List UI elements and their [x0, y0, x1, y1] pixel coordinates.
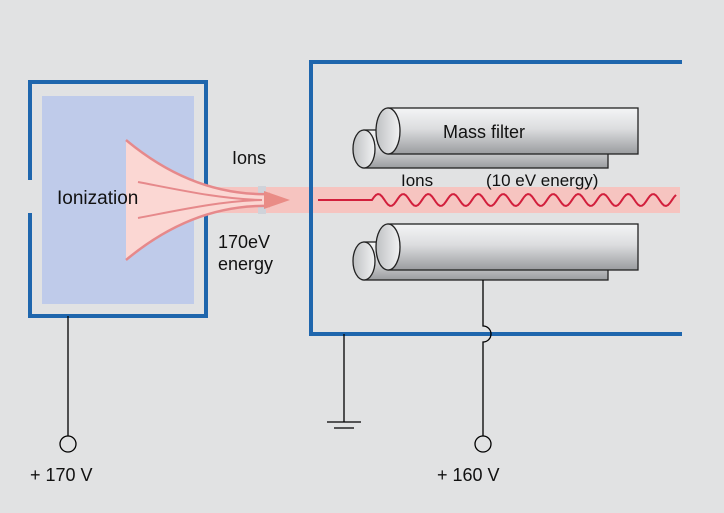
energy-label-left-line1: 170eV [218, 232, 270, 252]
rod-lower-front [375, 223, 639, 271]
ion-funnel [125, 139, 290, 261]
ion-trajectory [318, 192, 677, 208]
ions-label-right: Ions [401, 171, 433, 190]
voltage-label-left: + 170 V [30, 465, 93, 485]
mass-filter-label: Mass filter [443, 122, 525, 142]
energy-label-left-line2: energy [218, 254, 273, 274]
voltage-label-right: + 160 V [437, 465, 500, 485]
wire-right-supply [474, 280, 492, 453]
ionization-label: Ionization [57, 188, 138, 209]
ground-connection [327, 334, 361, 429]
rod-upper-front [375, 107, 639, 155]
terminal-left-icon [59, 435, 77, 453]
arrow-head-icon [264, 191, 290, 209]
ions-label-left: Ions [232, 148, 266, 168]
mass-filter-enclosure [309, 60, 682, 336]
wire-left-supply [59, 316, 77, 453]
terminal-right-icon [474, 435, 492, 453]
energy-label-right: (10 eV energy) [486, 171, 598, 190]
